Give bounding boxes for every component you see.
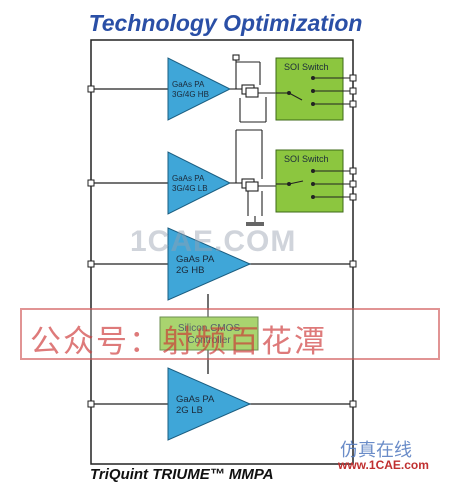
pa-2g-lb: GaAs PA 2G LB [91,367,353,441]
diagram-caption: TriQuint TRIUME™ MMPA [90,466,274,483]
cmos-controller: Silicon CMOS Controller [159,316,259,351]
watermark-site: 1CAE.COM [130,225,297,258]
pa-2g-lb-label-1: GaAs PA [176,394,215,405]
pa-2g-hb-label-2: 2G HB [176,265,205,276]
diagram-title: Technology Optimization [88,10,363,36]
watermark-sim: 仿真在线 [340,440,412,461]
pa-3g4g-hb: GaAs PA 3G/4G HB [91,57,232,121]
soi-switch-1-label: SOI Switch [284,62,329,72]
matching-network-1 [230,54,276,123]
controller-label-2: Controller [187,335,231,346]
module-outline [90,39,354,465]
pa-3g4g-hb-label-2: 3G/4G HB [172,90,209,99]
soi-switch-2-label: SOI Switch [284,154,329,164]
soi-switch-2: SOI Switch [275,149,353,213]
left-ports [87,85,95,408]
pa-2g-hb: GaAs PA 2G HB [91,227,353,301]
pa-3g4g-lb-label-1: GaAs PA [172,174,205,183]
pa-3g4g-hb-label-1: GaAs PA [172,80,205,89]
pa-2g-lb-label-2: 2G LB [176,405,203,416]
controller-label-1: Silicon CMOS [178,323,241,334]
pa-3g4g-lb-label-2: 3G/4G LB [172,184,208,193]
soi-switch-1: SOI Switch [275,57,353,121]
watermark-wechat-box: 公众号：射频百花潭 [20,308,440,360]
ground-symbol [246,222,264,226]
pa-3g4g-lb: GaAs PA 3G/4G LB [91,151,232,215]
pa-2g-hb-label-1: GaAs PA [176,254,215,265]
matching-network-2 [230,129,276,224]
watermark-url: www.1CAE.com [338,458,429,472]
watermark-wechat: 公众号：射频百花潭 [30,324,327,360]
right-ports [349,74,357,408]
